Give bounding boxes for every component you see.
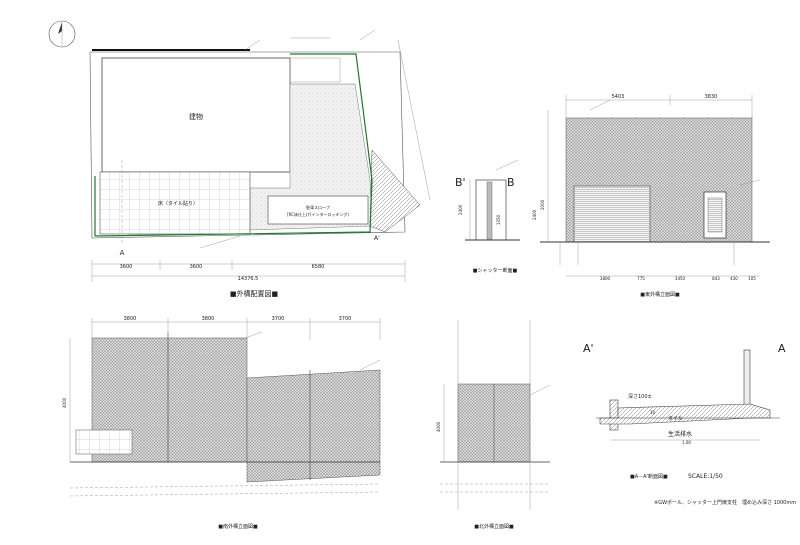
site-plan: 建物 床（タイル貼り） 駐車スロープ [RC床仕上げ(インターロッキング) A … xyxy=(89,29,431,298)
concrete-area xyxy=(249,83,373,231)
section-label-right: A xyxy=(778,342,786,355)
south-block-wall xyxy=(75,429,133,455)
aa-section: A' A 深さ100± タイル 生活排水 10 1,00 ■A－A'断面図■ S… xyxy=(583,342,796,506)
east-dim-bottom-5: 430 xyxy=(730,276,738,281)
north-arrow-icon xyxy=(48,20,76,48)
slope-sub-label: [RC床仕上げ(インターロッキング) xyxy=(287,211,349,217)
east-dim-left-2: 2400 xyxy=(532,209,537,220)
shutter-label-left: B' xyxy=(455,176,466,189)
plan-dim-1: 3600 xyxy=(120,264,133,270)
section-label-left: A' xyxy=(583,342,594,355)
section-drain-label: 生活排水 xyxy=(668,430,692,438)
south-dim-top-2: 3800 xyxy=(202,316,215,322)
south-title: ■南外構立面図■ xyxy=(218,523,258,530)
cut-label-a-prime: A' xyxy=(374,235,380,242)
section-tile-label: タイル xyxy=(668,415,683,422)
parking-slope xyxy=(267,195,369,225)
sliding-gate xyxy=(369,149,421,233)
east-dim-top-2: 3830 xyxy=(705,94,718,100)
north-title: ■北外構立面図■ xyxy=(474,523,514,530)
east-title: ■東外構立面図■ xyxy=(640,291,680,298)
south-dim-left: 4000 xyxy=(62,397,67,408)
shutter-dim-2: 1350 xyxy=(496,214,501,225)
slope-label: 駐車スロープ xyxy=(306,204,330,210)
building-label: 建物 xyxy=(189,112,203,121)
south-dim-top-4: 3700 xyxy=(339,316,352,322)
shutter-label-right: B xyxy=(507,176,515,189)
section-title: ■A－A'断面図■ xyxy=(630,473,668,480)
stairs xyxy=(289,57,341,83)
east-dim-left-1: 2000 xyxy=(540,199,545,210)
section-dim-2: 1,00 xyxy=(682,440,691,445)
section-depth-label: 深さ100± xyxy=(628,393,652,400)
east-dim-bottom-3: 3450 xyxy=(675,276,686,281)
plan-dim-total: 14376.5 xyxy=(238,276,259,282)
plan-dim-2: 3600 xyxy=(190,264,203,270)
tile-area xyxy=(99,171,251,235)
boundary-line xyxy=(94,53,373,237)
cut-label-a: A xyxy=(120,249,125,257)
embed-note: ※GWポール、シャッター上門扉支柱 埋め込み深さ 1000mm xyxy=(654,499,796,506)
east-dim-bottom-1: 3800 xyxy=(600,276,611,281)
east-elevation: 5403 3830 2000 2400 3800 775 3450 843 43… xyxy=(532,94,770,298)
south-dim-top-3: 3700 xyxy=(272,316,285,322)
plan-title: ■外構配置図■ xyxy=(230,289,278,298)
east-dim-bottom-2: 775 xyxy=(637,276,645,281)
plan-dim-3: 6580 xyxy=(312,264,325,270)
east-shutter xyxy=(573,185,651,243)
north-dim-left: 4000 xyxy=(436,421,441,432)
shutter-title: ■シャッター断面■ xyxy=(473,267,518,274)
shutter-section: B' B 2400 1350 ■シャッター断面■ xyxy=(455,159,520,274)
east-dim-bottom-4: 843 xyxy=(712,276,720,281)
section-scale: SCALE:1/50 xyxy=(688,473,723,480)
east-dim-bottom-6: 105 xyxy=(748,276,756,281)
south-mesh-fence-right xyxy=(246,369,381,483)
building-footprint xyxy=(101,57,291,173)
tile-label: 床（タイル貼り） xyxy=(158,200,198,207)
shutter-dim-1: 2400 xyxy=(458,204,463,215)
east-dim-top-1: 5403 xyxy=(612,94,625,100)
section-slab xyxy=(599,403,771,425)
south-elevation: 3800 3800 3700 3700 4000 ■南外構立面図■ xyxy=(62,316,381,530)
north-elevation: 4000 ■北外構立面図■ xyxy=(436,320,551,530)
section-dim-1: 10 xyxy=(650,410,656,415)
south-dim-top-1: 3800 xyxy=(124,316,137,322)
